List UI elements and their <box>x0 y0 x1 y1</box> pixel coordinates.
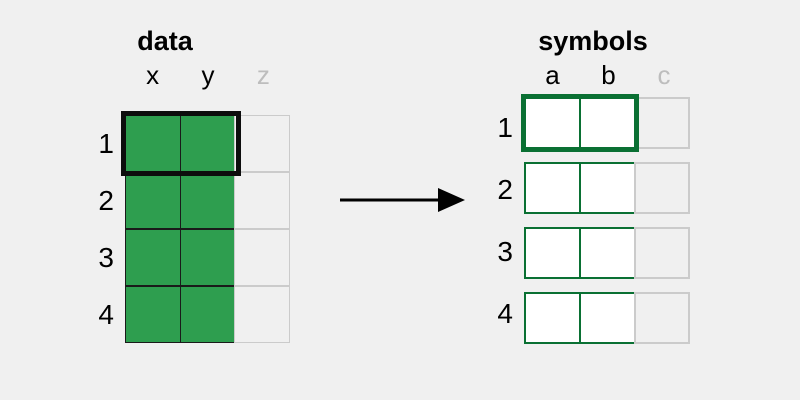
data-cell-z4[interactable] <box>234 286 290 343</box>
list-item <box>524 162 692 214</box>
symbols-column-header-a: a <box>545 60 560 90</box>
data-column-header-y: y <box>201 60 215 90</box>
table-row <box>125 172 291 229</box>
data-row-label-3: 3 <box>98 241 114 273</box>
symbols-cell-b2[interactable] <box>579 162 636 214</box>
symbols-column-header-c: c <box>657 60 671 90</box>
data-cell-z3[interactable] <box>234 229 290 286</box>
symbols-cell-a4[interactable] <box>524 292 581 344</box>
symbols-cell-c1[interactable] <box>634 97 690 149</box>
list-item <box>524 292 692 344</box>
symbols-cell-a2[interactable] <box>524 162 581 214</box>
symbols-cell-a3[interactable] <box>524 227 581 279</box>
table-row <box>125 115 291 172</box>
data-cell-y2[interactable] <box>179 172 236 229</box>
data-column-header-x: x <box>146 60 160 90</box>
symbols-cell-b4[interactable] <box>579 292 636 344</box>
symbols-cell-c4[interactable] <box>634 292 690 344</box>
data-cell-x1[interactable] <box>125 115 181 172</box>
symbols-row-labels: 1 2 3 4 <box>484 97 522 345</box>
symbols-table-grid <box>521 94 692 345</box>
symbols-cell-c3[interactable] <box>634 227 690 279</box>
symbols-column-header-b: b <box>601 60 616 90</box>
data-row-label-2: 2 <box>98 184 114 216</box>
data-cell-z2[interactable] <box>234 172 290 229</box>
symbols-cell-b1[interactable] <box>579 97 636 149</box>
table-row <box>125 286 291 343</box>
data-row-label-1: 1 <box>98 127 114 159</box>
data-cell-y3[interactable] <box>179 229 236 286</box>
data-cell-x4[interactable] <box>125 286 181 343</box>
data-cell-z1[interactable] <box>234 115 290 172</box>
data-row-label-4: 4 <box>98 298 114 330</box>
symbols-column-headers: a b c <box>524 60 692 90</box>
data-column-headers: x y z <box>125 60 291 90</box>
data-cell-x3[interactable] <box>125 229 181 286</box>
symbols-row-label-2: 2 <box>497 174 513 205</box>
symbols-cell-a1[interactable] <box>524 97 581 149</box>
page-title-data: data <box>137 26 193 56</box>
symbols-row-label-4: 4 <box>497 298 513 329</box>
list-item <box>521 94 692 152</box>
table-row <box>125 229 291 286</box>
page-title-symbols: symbols <box>538 26 648 56</box>
data-table-grid <box>125 115 291 343</box>
list-item <box>524 227 692 279</box>
symbols-cell-c2[interactable] <box>634 162 690 214</box>
symbols-row-label-3: 3 <box>497 236 513 267</box>
transform-arrow-icon <box>340 188 465 212</box>
symbols-cell-b3[interactable] <box>579 227 636 279</box>
data-cell-y4[interactable] <box>179 286 236 343</box>
data-row-labels: 1 2 3 4 <box>85 115 123 343</box>
data-cell-x2[interactable] <box>125 172 181 229</box>
data-cell-y1[interactable] <box>179 115 236 172</box>
data-column-header-z: z <box>256 60 270 90</box>
symbols-row-label-1: 1 <box>497 112 513 143</box>
